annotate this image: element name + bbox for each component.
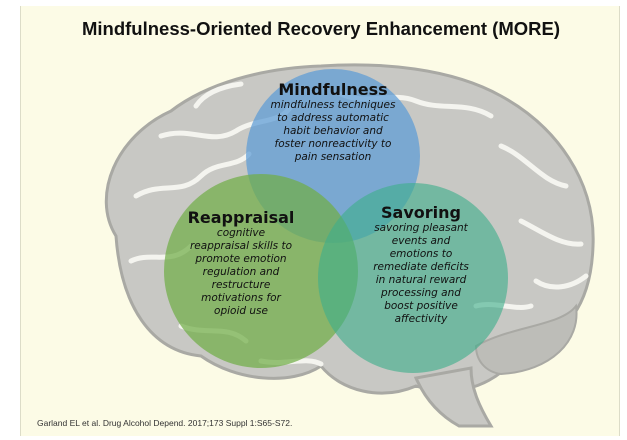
reappraisal-heading: Reappraisal bbox=[187, 208, 295, 227]
diagram-panel: Mindfulness-Oriented Recovery Enhancemen… bbox=[20, 6, 620, 436]
reappraisal-circle bbox=[164, 174, 358, 368]
mindfulness-heading: Mindfulness bbox=[278, 80, 388, 99]
savoring-label-group: Savoring savoring pleasant events and em… bbox=[356, 204, 486, 326]
citation: Garland EL et al. Drug Alcohol Depend. 2… bbox=[37, 418, 293, 428]
brain-venn-graphic bbox=[104, 63, 595, 428]
mindfulness-description: mindfulness techniques to address automa… bbox=[270, 99, 396, 163]
savoring-circle bbox=[318, 183, 508, 373]
savoring-heading: Savoring bbox=[381, 203, 461, 222]
mindfulness-label-group: Mindfulness mindfulness techniques to ad… bbox=[243, 81, 423, 164]
savoring-description: savoring pleasant events and emotions to… bbox=[373, 222, 469, 325]
reappraisal-label-group: Reappraisal cognitive reappraisal skills… bbox=[171, 209, 311, 318]
reappraisal-description: cognitive reappraisal skills to promote … bbox=[189, 227, 293, 317]
diagram-title: Mindfulness-Oriented Recovery Enhancemen… bbox=[81, 18, 560, 39]
